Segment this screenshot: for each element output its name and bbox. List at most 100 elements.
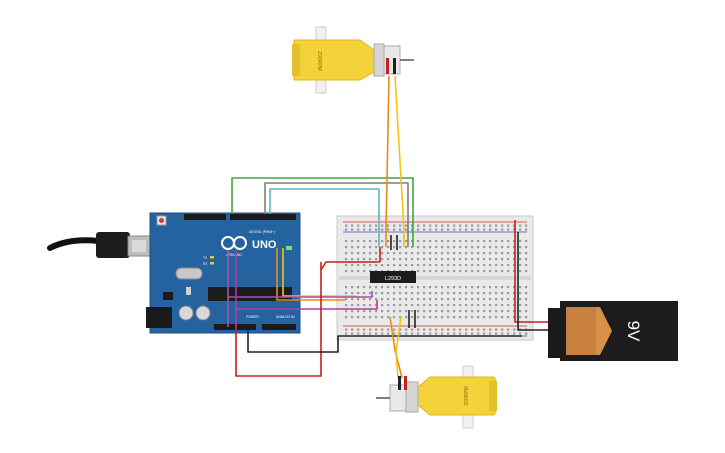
breadboard-hole [387, 310, 390, 313]
breadboard-hole [471, 332, 474, 335]
breadboard-hole [501, 286, 504, 289]
breadboard-hole [423, 246, 426, 249]
breadboard-hole [351, 240, 354, 243]
breadboard-hole [357, 332, 360, 335]
breadboard-hole [369, 292, 372, 295]
breadboard-hole [519, 246, 522, 249]
breadboard-hole [405, 264, 408, 267]
breadboard-hole [381, 240, 384, 243]
breadboard-hole [525, 286, 528, 289]
breadboard-hole [429, 270, 432, 273]
l293d-chip[interactable]: L293D [370, 271, 416, 283]
battery-9v[interactable]: 9V [548, 301, 678, 361]
breadboard-hole [411, 328, 414, 331]
breadboard-hole [411, 292, 414, 295]
motor-top[interactable]: 200RPM [292, 26, 414, 94]
breadboard-hole [399, 298, 402, 301]
breadboard-hole [405, 228, 408, 231]
breadboard-hole [453, 286, 456, 289]
breadboard-hole [375, 310, 378, 313]
breadboard-hole [519, 252, 522, 255]
breadboard-hole [435, 246, 438, 249]
breadboard-hole [345, 328, 348, 331]
breadboard-hole [465, 240, 468, 243]
breadboard-hole [387, 298, 390, 301]
breadboard-hole [453, 252, 456, 255]
breadboard-hole [525, 292, 528, 295]
breadboard-hole [411, 304, 414, 307]
breadboard-hole [465, 316, 468, 319]
breadboard-hole [453, 292, 456, 295]
breadboard-hole [447, 310, 450, 313]
breadboard-hole [375, 304, 378, 307]
breadboard-hole [501, 332, 504, 335]
crystal [175, 267, 203, 280]
breadboard-hole [507, 332, 510, 335]
breadboard-hole [507, 258, 510, 261]
breadboard-hole [369, 310, 372, 313]
breadboard-hole [495, 224, 498, 227]
breadboard-hole [495, 310, 498, 313]
breadboard-hole [441, 304, 444, 307]
breadboard-hole [351, 304, 354, 307]
wire-motor-bottom-yellow [395, 316, 402, 379]
breadboard-hole [387, 304, 390, 307]
breadboard-hole [399, 310, 402, 313]
breadboard-hole [417, 298, 420, 301]
power-jack[interactable] [146, 307, 172, 328]
breadboard-hole [495, 264, 498, 267]
breadboard-hole [465, 258, 468, 261]
breadboard-hole [405, 292, 408, 295]
breadboard-hole [477, 246, 480, 249]
breadboard-hole [435, 252, 438, 255]
breadboard-hole [369, 316, 372, 319]
wire-purple [227, 250, 373, 327]
breadboard-hole [435, 310, 438, 313]
arduino-uno[interactable]: ARDUINO UNO DIGITAL (PWM~) TX RX POWER A… [146, 212, 301, 334]
breadboard-hole [369, 264, 372, 267]
wire-green [231, 177, 414, 247]
breadboard-hole [453, 310, 456, 313]
tx-label: TX [203, 256, 208, 260]
breadboard-hole [507, 252, 510, 255]
breadboard-hole [345, 298, 348, 301]
breadboard-hole [513, 304, 516, 307]
breadboard-hole [483, 258, 486, 261]
breadboard-hole [489, 304, 492, 307]
breadboard-hole [429, 228, 432, 231]
breadboard-hole [369, 328, 372, 331]
breadboard-hole [381, 246, 384, 249]
breadboard-hole [363, 252, 366, 255]
breadboard-hole [501, 264, 504, 267]
breadboard-hole [435, 286, 438, 289]
breadboard-hole [399, 252, 402, 255]
breadboard-hole [513, 224, 516, 227]
breadboard-hole [411, 310, 414, 313]
breadboard-hole [489, 246, 492, 249]
breadboard-hole [369, 332, 372, 335]
motor-bottom[interactable]: 200RPM [376, 365, 497, 429]
breadboard-hole [393, 292, 396, 295]
breadboard-hole [351, 292, 354, 295]
breadboard-hole [447, 292, 450, 295]
breadboard-hole [393, 310, 396, 313]
breadboard-hole [471, 270, 474, 273]
breadboard-hole [441, 224, 444, 227]
breadboard-hole [441, 246, 444, 249]
breadboard-hole [435, 316, 438, 319]
breadboard-hole [393, 228, 396, 231]
breadboard-hole [471, 292, 474, 295]
breadboard-hole [435, 224, 438, 227]
breadboard-hole [513, 286, 516, 289]
breadboard-hole [435, 292, 438, 295]
breadboard-hole [411, 286, 414, 289]
breadboard-hole [417, 258, 420, 261]
breadboard-hole [429, 252, 432, 255]
breadboard-hole [417, 292, 420, 295]
breadboard-hole [375, 224, 378, 227]
breadboard-hole [429, 292, 432, 295]
breadboard-hole [489, 316, 492, 319]
breadboard-hole [423, 270, 426, 273]
breadboard-hole [381, 310, 384, 313]
breadboard-hole [369, 298, 372, 301]
